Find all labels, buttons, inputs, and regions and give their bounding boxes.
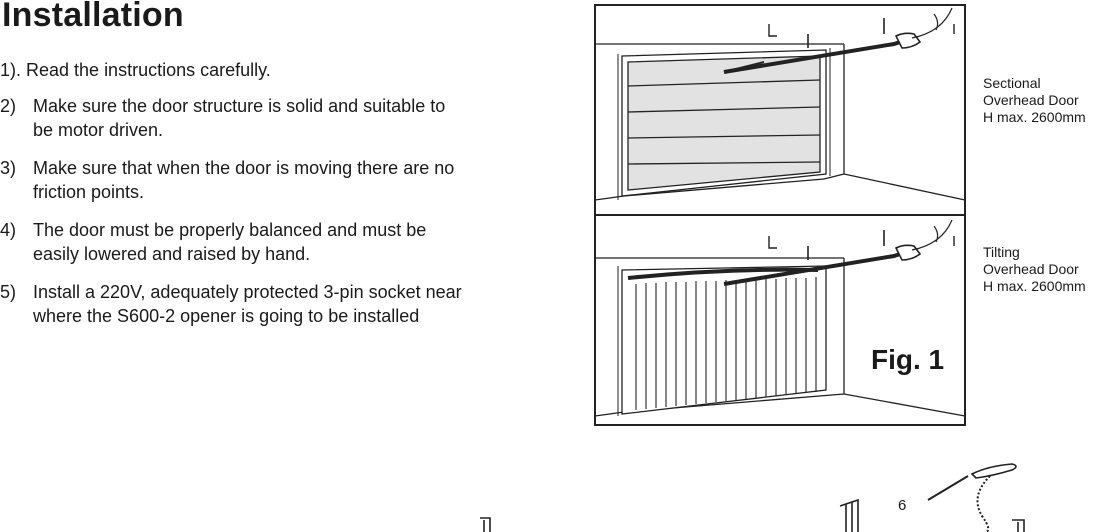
- step-4-number: 4): [0, 220, 17, 240]
- step-4-line-1: The door must be properly balanced and m…: [33, 220, 427, 240]
- caption-line: H max. 2600mm: [983, 278, 1086, 294]
- caption-line: H max. 2600mm: [983, 109, 1086, 125]
- callout-leader: [927, 475, 969, 501]
- sectional-door-caption: Sectional Overhead Door H max. 2600mm: [983, 75, 1086, 126]
- step-4-line-2: easily lowered and raised by hand.: [33, 244, 311, 264]
- bottom-diagram-partial: [480, 463, 1025, 532]
- step-3-number: 3): [0, 158, 17, 178]
- opener-head: [970, 463, 1017, 479]
- step-2-line-2: be motor driven.: [33, 120, 164, 140]
- step-3-line-1: Make sure that when the door is moving t…: [33, 158, 455, 178]
- caption-line: Sectional: [983, 75, 1041, 91]
- step-5-number: 5): [0, 282, 17, 302]
- caption-line: Overhead Door: [983, 261, 1079, 277]
- step-1-line-1: 1). Read the instructions carefully.: [0, 60, 271, 80]
- page-title: Installation: [2, 0, 184, 34]
- caption-line: Tilting: [983, 244, 1020, 260]
- sectional-door-illustration: [594, 7, 966, 201]
- bracket-center: [839, 498, 859, 532]
- step-5-line-1: Install a 220V, adequately protected 3-p…: [33, 282, 462, 302]
- tilting-door-caption: Tilting Overhead Door H max. 2600mm: [983, 244, 1086, 295]
- caption-line: Overhead Door: [983, 92, 1079, 108]
- figure-label: Fig. 1: [871, 344, 945, 375]
- bracket-left: [480, 517, 491, 532]
- bracket-right: [1012, 519, 1025, 532]
- step-5-line-2: where the S600-2 opener is going to be i…: [33, 306, 420, 326]
- step-2-number: 2): [0, 96, 17, 116]
- step-3-line-2: friction points.: [33, 182, 145, 202]
- callout-number: 6: [898, 497, 907, 514]
- garage-door-figure: [594, 4, 966, 426]
- tilting-door-illustration: [594, 219, 966, 417]
- step-2-line-1: Make sure the door structure is solid an…: [33, 96, 446, 116]
